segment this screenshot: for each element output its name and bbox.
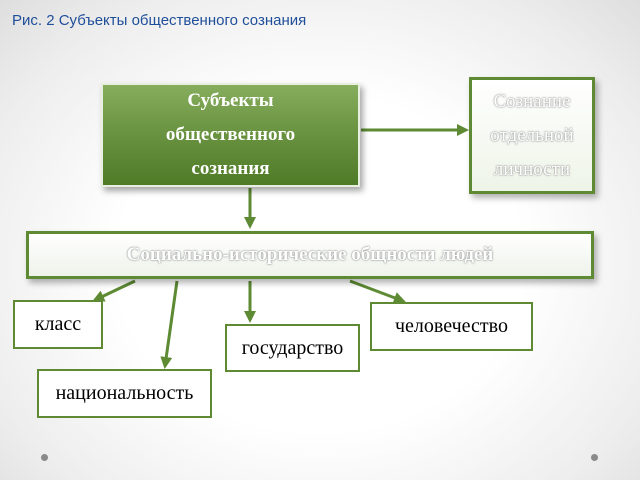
node-state: государство <box>225 324 360 372</box>
node-individual-line-3: личности <box>493 158 571 180</box>
node-main-line-2: общественного <box>165 124 296 145</box>
node-individual-line-1: Сознание <box>493 90 571 112</box>
node-individual-line-2: отдельной <box>490 124 574 146</box>
bullet-dot-left <box>41 454 48 461</box>
arrow-to-mankind <box>349 279 406 304</box>
node-individual-consciousness: Сознание отдельной личности <box>469 77 595 194</box>
figure-caption: Рис. 2 Субъекты общественного сознания <box>12 12 307 29</box>
node-social-historical-communities: Социально-исторические общности людей <box>26 231 594 279</box>
node-mankind: человечество <box>370 302 533 351</box>
node-main-line-3: сознания <box>191 158 270 179</box>
node-nationality: национальность <box>37 369 212 418</box>
arrow-to-nationality <box>160 280 179 369</box>
node-main-line-1: Субъекты <box>187 90 274 111</box>
node-subjects-of-social-consciousness: Субъекты общественного сознания <box>101 83 360 187</box>
arrow-to-class <box>92 279 136 302</box>
node-class: класс <box>13 300 103 349</box>
bullet-dot-right <box>591 454 598 461</box>
